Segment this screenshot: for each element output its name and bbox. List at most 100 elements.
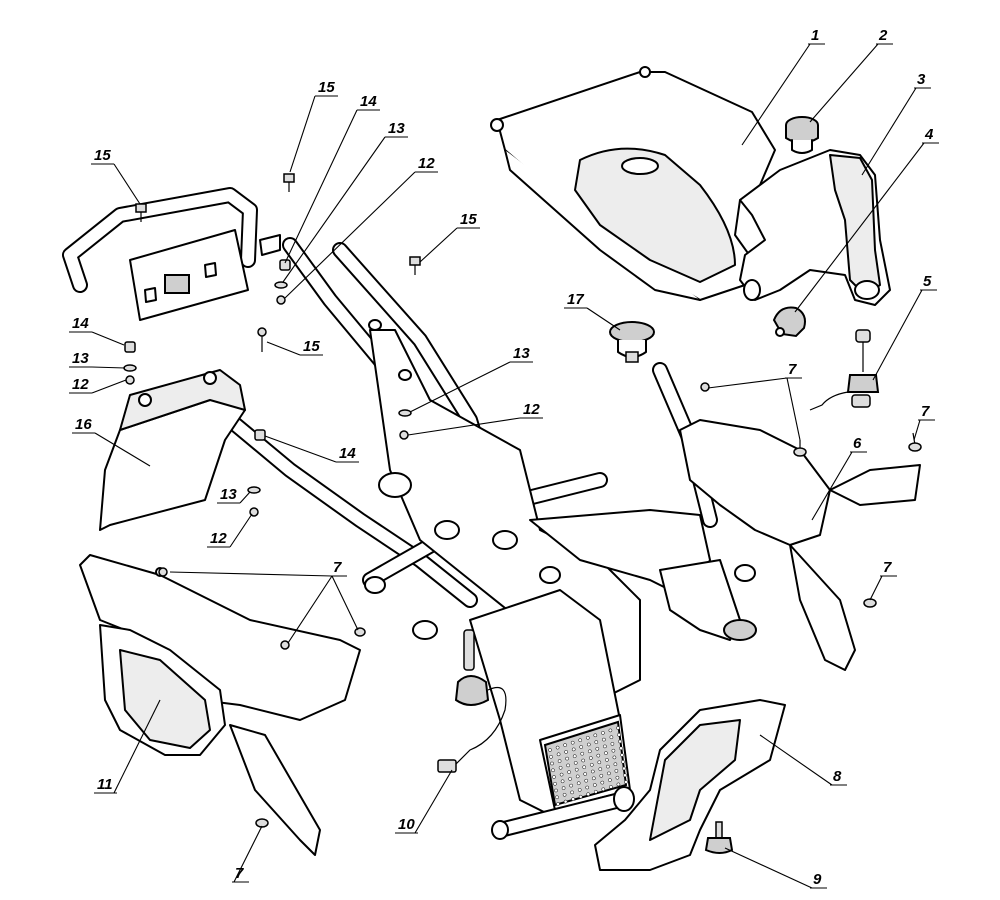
grille-hole (622, 766, 626, 771)
grille-hole (562, 792, 567, 797)
grille-hole (616, 726, 620, 730)
leader-lines (69, 43, 939, 889)
callout-14-a: 14 (360, 93, 377, 110)
part-17-cap (609, 321, 655, 363)
callout-6: 6 (853, 435, 862, 452)
grille-hole (557, 759, 562, 763)
grille-hole (609, 785, 613, 789)
callout-13-d: 13 (220, 486, 237, 503)
callout-7-d: 7 (333, 559, 342, 576)
callout-15-a: 15 (94, 147, 111, 164)
grille-hole (574, 767, 579, 772)
handle-bar-frame (62, 187, 281, 321)
grille-hole (559, 772, 564, 777)
nut-12b (125, 375, 135, 385)
grille-hole (550, 761, 554, 766)
bolt-15a (135, 203, 147, 222)
grille-hole (590, 769, 595, 774)
grille-hole (604, 751, 608, 755)
screw-7e (158, 567, 168, 577)
washer-13a (274, 281, 288, 289)
grille-hole (593, 789, 598, 794)
grille-hole (603, 744, 607, 749)
washer-13c (398, 409, 412, 417)
grille-hole (555, 795, 559, 800)
grille-hole (587, 749, 592, 754)
grille-hole (598, 767, 603, 771)
screw-7b (793, 440, 807, 457)
grille-hole (608, 728, 613, 733)
washer-13d (247, 486, 261, 494)
screw-7a (700, 382, 710, 392)
callout-10: 10 (398, 816, 415, 833)
grille-hole (570, 790, 574, 795)
part-6-right-fender (679, 419, 921, 671)
grille-hole (577, 788, 582, 792)
callout-15-c: 15 (460, 211, 477, 228)
grille-hole (593, 733, 598, 738)
grille-hole (576, 781, 581, 786)
grille-hole (595, 746, 600, 751)
grille-hole (586, 792, 591, 797)
washer-13b (123, 364, 137, 372)
part-8-lower-right-fender (594, 699, 786, 871)
grille-hole (589, 762, 594, 767)
callout-14-c: 14 (339, 445, 356, 462)
screw-7d (863, 598, 877, 608)
part-4-clamp (772, 306, 806, 338)
grille-hole (616, 782, 621, 787)
grille-hole (548, 748, 552, 752)
fasteners (123, 173, 922, 828)
callout-13-a: 13 (388, 120, 405, 137)
callout-9: 9 (813, 871, 822, 888)
grille-hole (567, 770, 571, 774)
nut-14c (254, 429, 266, 441)
grille-hole (560, 779, 565, 784)
grille-hole (554, 788, 558, 793)
grille-hole (611, 748, 616, 753)
grille-hole (578, 794, 583, 799)
callout-7-c: 7 (883, 559, 892, 576)
grille-hole (617, 732, 621, 737)
grille-hole (578, 738, 583, 743)
nut-14a (279, 259, 291, 271)
grille-hole (556, 802, 560, 806)
nut-12a (276, 295, 286, 305)
grille-hole (572, 754, 577, 759)
grille-hole (591, 776, 596, 781)
grille-hole (561, 786, 566, 790)
grille-hole (605, 758, 609, 762)
grille (543, 720, 628, 807)
grille-hole (618, 739, 622, 744)
callout-2: 2 (878, 27, 888, 44)
callout-8: 8 (833, 768, 842, 785)
grille-hole (586, 742, 591, 747)
part-5-fuel-sensor (809, 329, 880, 411)
callout-12-d: 12 (210, 530, 227, 547)
grille-hole (580, 751, 585, 756)
grille-hole (612, 755, 617, 760)
callout-12-b: 12 (72, 376, 89, 393)
grille-hole (607, 771, 611, 776)
callout-15-b: 15 (318, 79, 335, 96)
grille-hole (601, 731, 605, 735)
part-2-filler-cap (785, 116, 819, 154)
callout-12-a: 12 (418, 155, 435, 172)
grille-hole (599, 773, 604, 778)
grille-hole (551, 768, 555, 773)
screw-7g (354, 627, 366, 637)
grille-hole (556, 752, 561, 757)
bolt-15d (257, 327, 267, 352)
grille-hole (600, 780, 605, 785)
grille-hole (563, 743, 567, 747)
grille-hole (563, 799, 568, 804)
grille-hole (571, 797, 575, 801)
grille-hole (569, 783, 573, 788)
grille-hole (558, 765, 563, 770)
grille-hole (573, 761, 578, 765)
grille-hole (575, 774, 580, 779)
part-16-side-panel (99, 369, 246, 531)
callout-5: 5 (923, 273, 932, 290)
grille-hole (608, 778, 612, 782)
